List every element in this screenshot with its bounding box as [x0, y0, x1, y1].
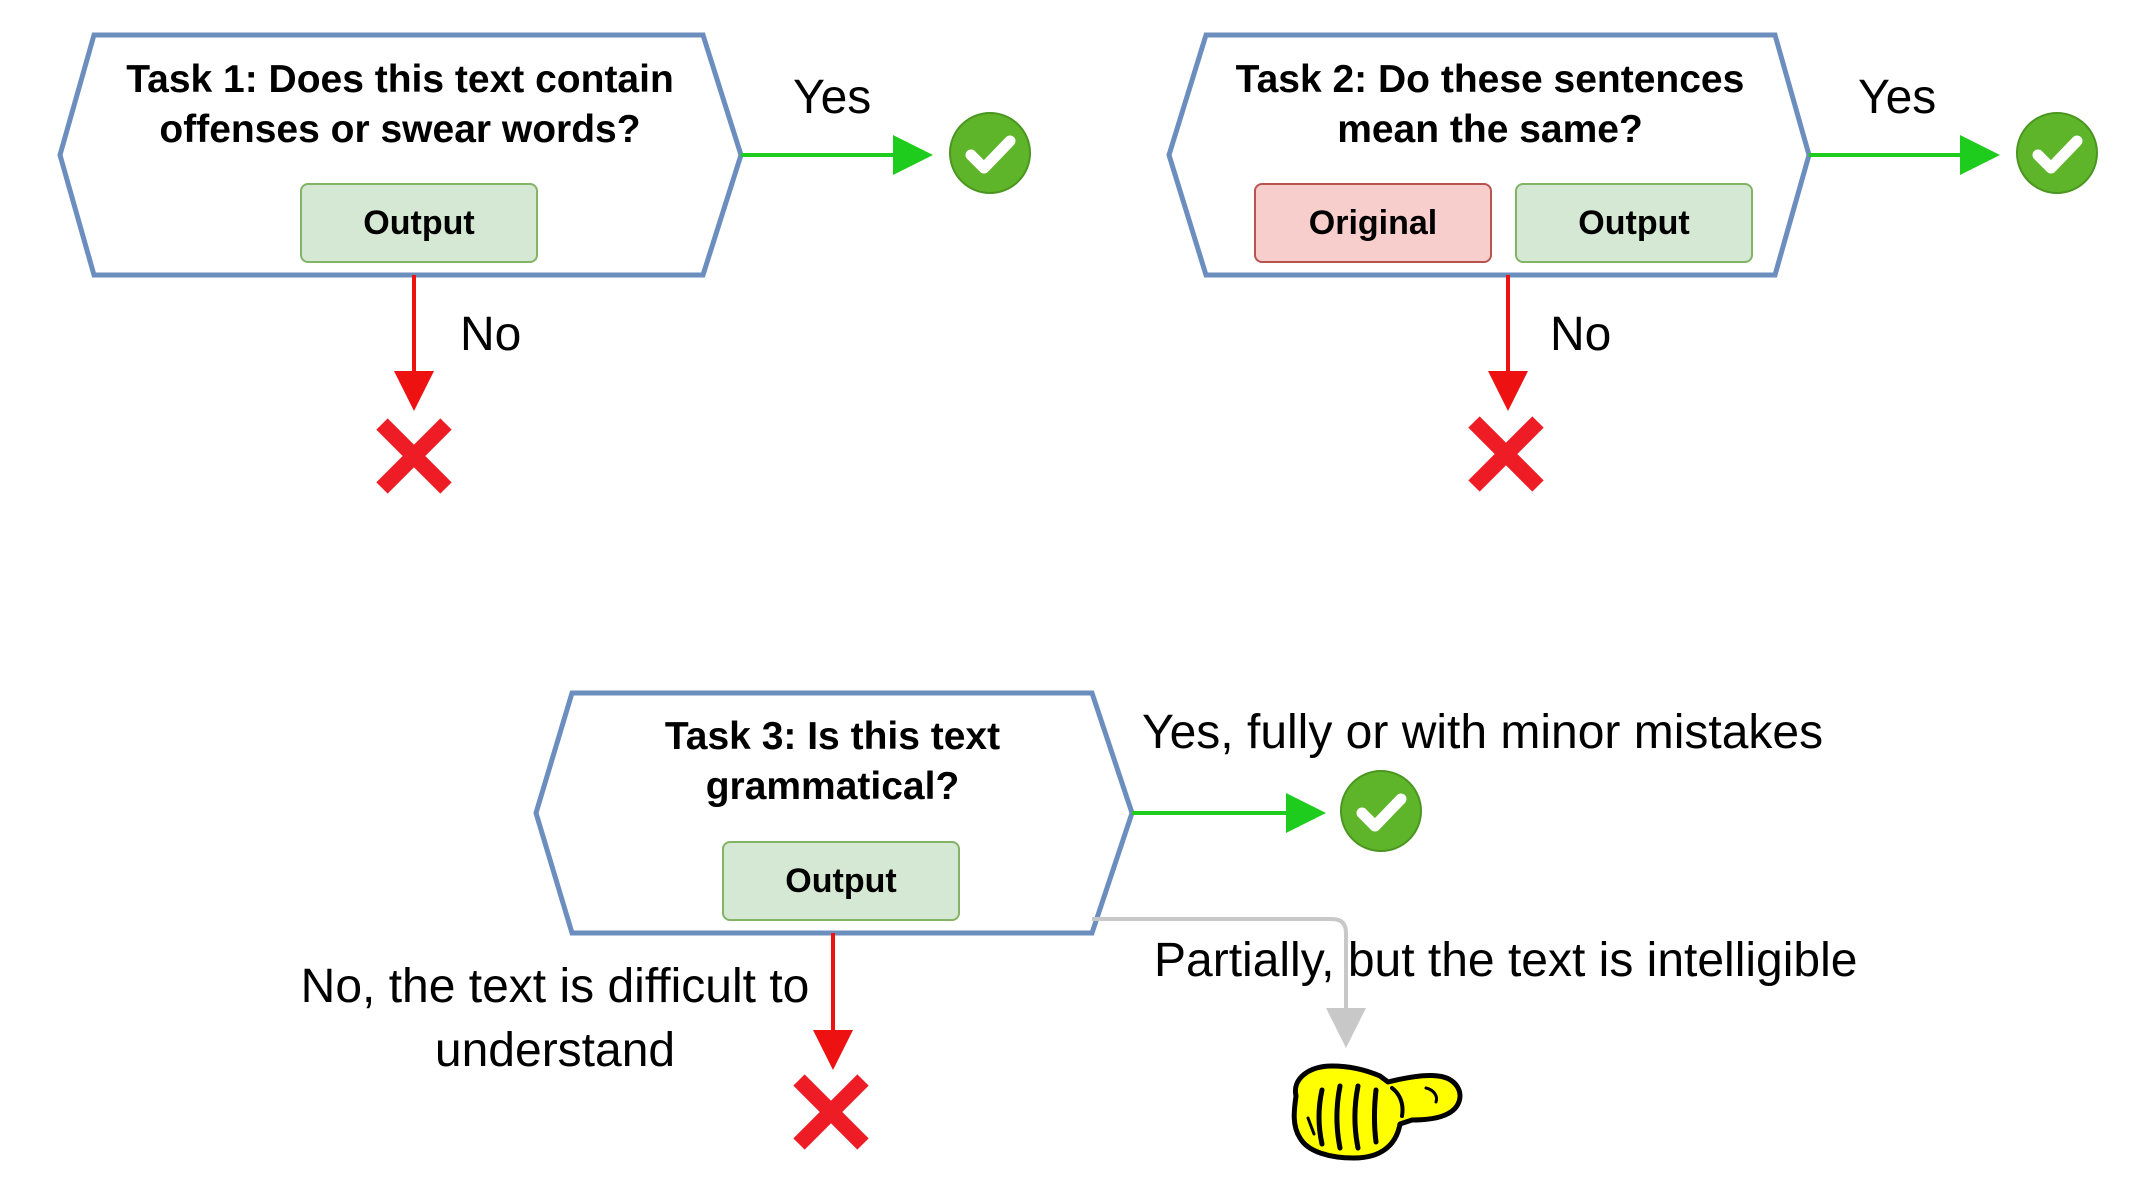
task1-output-box: Output	[300, 183, 538, 263]
thumb-sideways-icon	[1291, 1063, 1463, 1161]
task3-question: Task 3: Is this text grammatical?	[664, 715, 1001, 808]
task1-yes-label: Yes	[793, 71, 872, 124]
check-circle-icon	[2017, 113, 2097, 193]
task2-yes-label: Yes	[1858, 71, 1937, 124]
task2-original-box: Original	[1254, 183, 1492, 263]
red-cross-icon	[799, 1080, 863, 1144]
task3-yes-label: Yes, fully or with minor mistakes	[1142, 706, 1824, 759]
task1-question: Task 1: Does this text contain offenses …	[126, 58, 674, 151]
task3-partial-arrow	[1092, 917, 1366, 1048]
task3-output-box: Output	[722, 841, 960, 921]
red-cross-icon	[1474, 422, 1538, 486]
task2-question: Task 2: Do these sentences mean the same…	[1235, 58, 1745, 151]
red-cross-icon	[382, 424, 446, 488]
task3-no-label: No, the text is difficult to understand	[300, 960, 810, 1077]
task2-output-box: Output	[1515, 183, 1753, 263]
task3-partial-label: Partially, but the text is intelligible	[1154, 934, 1858, 987]
check-circle-icon	[1341, 771, 1421, 851]
task1-hexagon	[57, 32, 744, 278]
task1-no-label: No	[460, 308, 522, 361]
task2-no-label: No	[1550, 308, 1612, 361]
check-circle-icon	[950, 113, 1030, 193]
task3-hexagon	[533, 690, 1135, 936]
